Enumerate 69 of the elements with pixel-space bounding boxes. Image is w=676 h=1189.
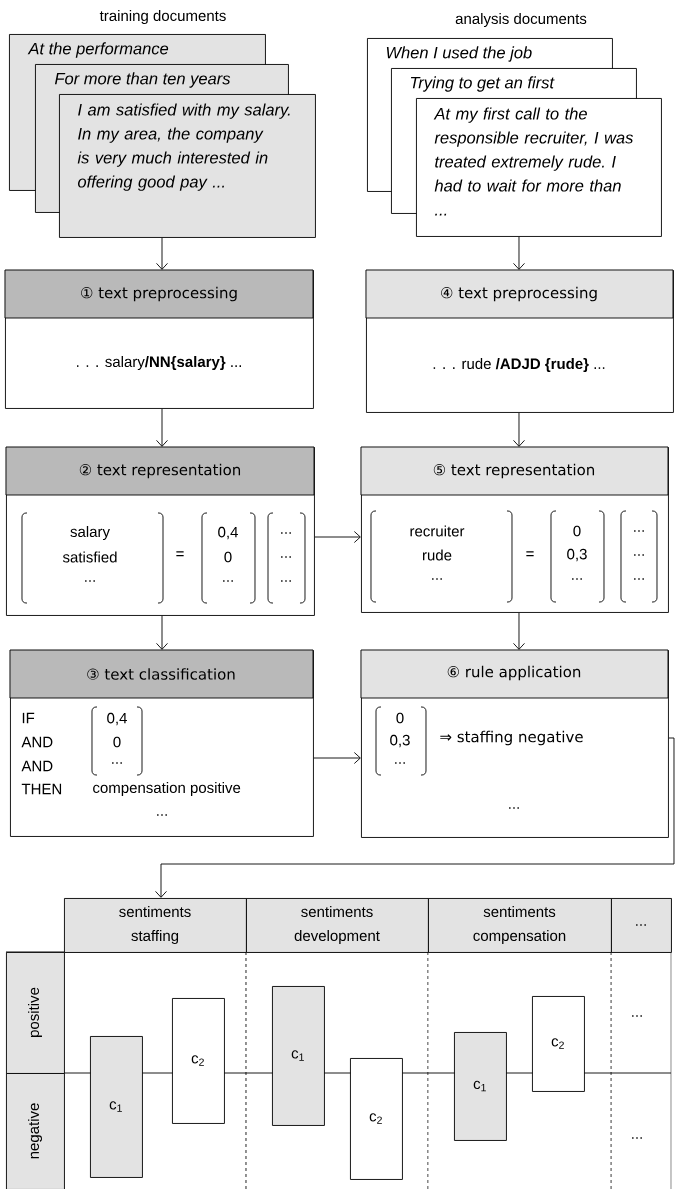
ellipsis: ... [85,580,95,582]
rule-text: compensation positive [93,782,241,796]
box-heading: ③ text classification [87,668,235,680]
ellipsis: ... [281,556,291,558]
matrix-entry: rude [423,549,452,561]
box-heading: ② text representation [79,463,240,479]
rule-keyword: AND [21,760,53,772]
row-header: positive [6,952,65,1074]
matrix-entry: 0 [224,551,232,563]
bar: c$_{2}$ [532,996,585,1092]
matrix-entry: 0 [113,736,121,748]
ellipsis: ... [157,814,167,816]
ellipsis: ... [112,762,122,764]
matrix-entry: salary [70,526,110,540]
box-heading: ④ text preprocessing [441,286,597,302]
node-label: negative [28,1103,42,1159]
arrow [513,412,525,447]
bar: c$_{1}$ [454,1032,507,1141]
ellipsis: ... [432,578,442,580]
equals-sign: = [526,551,534,557]
box-heading: ① text preprocessing [81,286,237,302]
equals-sign: = [176,551,184,557]
arrow [513,612,525,650]
matrix-entry: 0,3 [390,734,410,748]
matrix-entry: 0,4 [107,712,127,726]
heading: training documents [99,10,226,24]
rule-text: ⇒ staffing negative [440,730,583,746]
bar: c$_{2}$ [350,1058,403,1180]
ellipsis: ... [281,532,291,534]
matrix-entry: 0 [573,525,581,537]
matrix-entry: 0 [396,712,404,724]
document-card: At my first call to the responsible recruiter, I was treated extremely rude. I had to wait for more than ... [416,98,662,237]
ellipsis: ... [634,578,644,580]
ellipsis: ... [509,807,519,809]
arrow [155,737,675,898]
arrow [314,531,361,543]
row-header: negative [6,1073,65,1189]
arrow [313,752,361,764]
matrix-entry: 0,3 [567,548,587,562]
bar: c$_{1}$ [272,986,325,1126]
ellipsis: ... [572,578,582,580]
heading: analysis documents [455,13,587,27]
ellipsis: ... [223,580,233,582]
ellipsis: ... [634,530,644,532]
arrow [156,615,168,650]
matrix-entry: recruiter [410,525,465,537]
bar: c$_{1}$ [90,1036,143,1178]
column-header: sentiments staffing [64,898,247,953]
box-text: . . . rude /ADJD {rude} ... [433,358,605,372]
rule-keyword: IF [22,712,35,724]
column-header: ... [611,898,672,953]
bar: c$_{2}$ [172,998,225,1124]
document-card: I am satisfied with my salary. In my area, the company is very much interested in offering good pay ... [59,94,316,238]
box-heading: ⑥ rule application [447,665,581,681]
ellipsis: ... [632,1137,642,1139]
ellipsis: ... [281,580,291,582]
matrix-entry: satisfied [62,551,117,563]
box-text: . . . salary/NN{salary} ... [77,356,241,370]
ellipsis: ... [395,762,405,764]
ellipsis: ... [634,554,644,556]
ellipsis: ... [632,1015,642,1017]
rule-keyword: AND [21,736,53,748]
box-heading: ⑤ text representation [433,463,594,479]
column-header: sentiments development [246,898,429,953]
arrow [156,408,168,447]
arrow [513,236,525,270]
rule-keyword: THEN [21,783,62,795]
matrix-entry: 0,4 [218,526,238,540]
arrow [156,237,168,270]
